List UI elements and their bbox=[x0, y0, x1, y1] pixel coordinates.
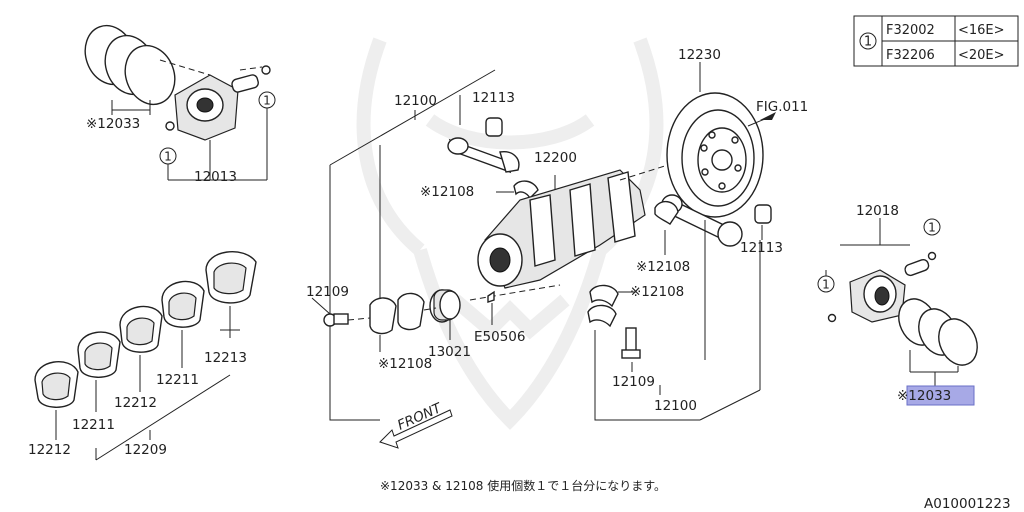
label-main-bearing-12212-b: 12212 bbox=[114, 395, 157, 411]
label-key: E50506 bbox=[474, 329, 525, 345]
piston-assembly-left[interactable]: ※12033 1 1 12013 bbox=[77, 19, 276, 185]
label-main-bearing-12213: 12213 bbox=[204, 350, 247, 366]
label-rod-bearing-upper-left: ※12108 bbox=[420, 184, 474, 200]
label-main-bearing-12211-a: 12211 bbox=[72, 417, 115, 433]
label-main-bearing-12212-a: 12212 bbox=[28, 442, 71, 458]
label-rod-bearing-lower-center: ※12108 bbox=[630, 284, 684, 300]
label-piston-left: 12013 bbox=[194, 169, 237, 185]
front-indicator: FRONT bbox=[379, 400, 453, 449]
circle-ref-right-b: 1 bbox=[822, 278, 830, 292]
label-rod-bush-top: 12113 bbox=[472, 90, 515, 106]
flywheel[interactable]: 12230 FIG.011 bbox=[666, 47, 808, 218]
label-rod-bearing-right: ※12108 bbox=[636, 259, 690, 275]
figure-id: A010001223 bbox=[924, 496, 1011, 512]
legend-row-2-spec: <20E> bbox=[958, 48, 1005, 63]
main-bearing-group[interactable]: 12212 12211 12212 12211 12213 12209 bbox=[28, 251, 257, 461]
bearing-shell-4 bbox=[161, 280, 205, 328]
piston-assembly-right[interactable]: 12018 1 1 ※12033 bbox=[817, 203, 984, 406]
label-bolt-right: 12109 bbox=[612, 374, 655, 390]
label-fig-ref[interactable]: FIG.011 bbox=[756, 99, 808, 115]
label-flywheel: 12230 bbox=[678, 47, 721, 63]
legend-row-1-code: F32002 bbox=[886, 23, 935, 38]
conrod-assembly-right[interactable]: 12113 ※12108 12100 ※12108 12109 bbox=[587, 194, 783, 421]
circle-ref-right-a: 1 bbox=[928, 221, 936, 235]
label-piston-right: 12018 bbox=[856, 203, 899, 219]
legend-marker: 1 bbox=[864, 35, 872, 50]
legend-table: 1 F32002 <16E> F32206 <20E> bbox=[853, 15, 1019, 67]
label-ring-set-left: ※12033 bbox=[86, 116, 140, 132]
crankshaft[interactable]: 12200 bbox=[469, 150, 701, 301]
conrod-assembly-top[interactable]: 12100 12113 ※12108 bbox=[329, 69, 539, 421]
label-main-bearing-12211-b: 12211 bbox=[156, 372, 199, 388]
bearing-shell-1 bbox=[34, 361, 79, 408]
label-crank-rod-bottom: 12100 bbox=[654, 398, 697, 414]
front-components[interactable]: 12109 ※12108 13021 E50506 bbox=[306, 284, 525, 372]
label-ring-set-right[interactable]: ※12033 bbox=[897, 388, 951, 404]
legend-row-2-code: F32206 bbox=[886, 48, 935, 63]
label-sprocket: 13021 bbox=[428, 344, 471, 360]
label-crankshaft: 12200 bbox=[534, 150, 577, 166]
footnote: ※12033 & 12108 使用個数１で１台分になります。 bbox=[380, 478, 666, 493]
bearing-shell-2 bbox=[77, 331, 121, 378]
label-bolt-left: 12109 bbox=[306, 284, 349, 300]
circle-ref-left-a: 1 bbox=[263, 94, 271, 108]
label-rod-bearing-lower-left: ※12108 bbox=[378, 356, 432, 372]
bearing-shell-5 bbox=[205, 251, 257, 304]
highlight-ring-set-right bbox=[906, 385, 975, 406]
legend-row-1-spec: <16E> bbox=[958, 23, 1005, 38]
label-crank-rod-top: 12100 bbox=[394, 93, 437, 109]
label-rod-bush-right: 12113 bbox=[740, 240, 783, 256]
bearing-shell-3 bbox=[119, 305, 163, 353]
label-main-bearing-group: 12209 bbox=[124, 442, 167, 458]
circle-ref-left-b: 1 bbox=[164, 150, 172, 164]
